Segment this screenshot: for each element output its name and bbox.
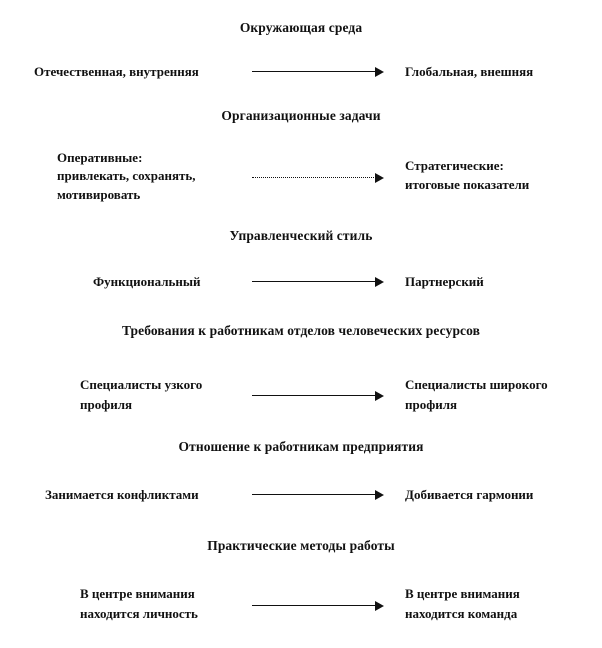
section-heading-requirements: Требования к работникам отделов человече…: [121, 323, 481, 338]
right-label-requirements-line1: Специалисты широкого: [405, 377, 548, 392]
section-heading-environment: Окружающая среда: [239, 20, 363, 35]
left-label-environment: Отечественная, внутренняя: [34, 64, 199, 79]
arrowhead-icon: [375, 173, 384, 183]
section-heading-methods: Практические методы работы: [207, 538, 395, 553]
left-label-style: Функциональный: [93, 274, 201, 289]
arrowhead-icon: [375, 391, 384, 401]
arrowhead-icon: [375, 601, 384, 611]
arrow-attitude: [252, 490, 384, 500]
right-label-methods-line1: В центре внимания: [405, 586, 520, 601]
left-label-methods-line2: находится личность: [80, 606, 198, 621]
left-label-methods-line1: В центре внимания: [80, 586, 195, 601]
section-heading-tasks: Организационные задачи: [221, 108, 381, 123]
section-heading-attitude: Отношение к работникам предприятия: [178, 439, 424, 454]
left-label-tasks-line2: привлекать, сохранять,: [57, 168, 196, 183]
arrowhead-icon: [375, 277, 384, 287]
right-label-environment: Глобальная, внешняя: [405, 64, 534, 79]
arrow-methods: [252, 601, 384, 611]
left-label-requirements-line2: профиля: [80, 397, 133, 412]
right-label-attitude: Добивается гармонии: [405, 487, 534, 502]
section-heading-style: Управленческий стиль: [229, 228, 373, 243]
left-label-tasks-line1: Оперативные:: [57, 150, 143, 165]
right-label-requirements-line2: профиля: [405, 397, 458, 412]
arrow-style: [252, 277, 384, 287]
arrowhead-icon: [375, 490, 384, 500]
arrow-requirements: [252, 391, 384, 401]
arrow-environment: [252, 67, 384, 77]
left-label-tasks-line3: мотивировать: [57, 187, 141, 202]
right-label-tasks-line1: Стратегические:: [405, 158, 504, 173]
right-label-tasks-line2: итоговые показатели: [405, 177, 530, 192]
right-label-methods-line2: находится команда: [405, 606, 518, 621]
arrow-tasks: [252, 173, 384, 183]
arrowhead-icon: [375, 67, 384, 77]
left-label-attitude: Занимается конфликтами: [45, 487, 199, 502]
right-label-style: Партнерский: [405, 274, 484, 289]
left-label-requirements-line1: Специалисты узкого: [80, 377, 203, 392]
